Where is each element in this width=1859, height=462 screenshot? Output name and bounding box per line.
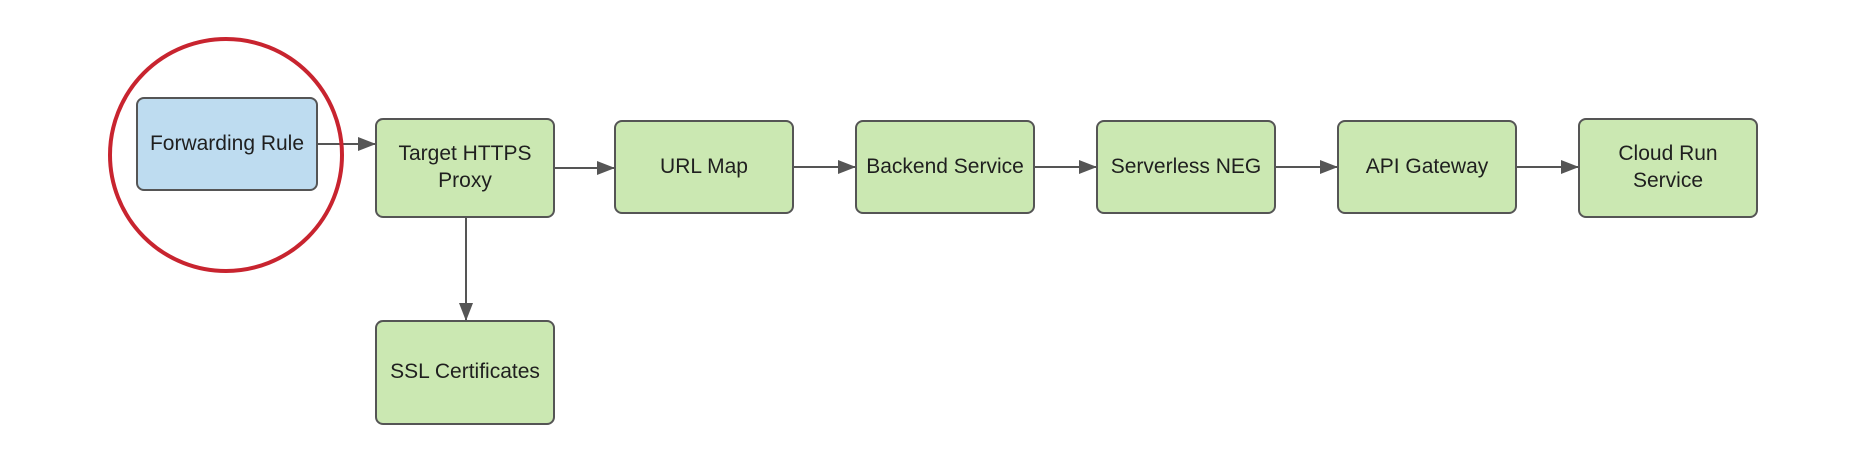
node-label-serverless-neg: Serverless NEG [1110, 154, 1262, 178]
node-target-https-proxy[interactable]: Target HTTPS Proxy [375, 118, 555, 218]
node-label-backend-service: Backend Service [866, 154, 1024, 178]
node-cloud-run-service[interactable]: Cloud Run Service [1578, 118, 1758, 218]
node-label-cloud-run-service: Cloud Run Service [1618, 142, 1718, 192]
node-api-gateway[interactable]: API Gateway [1337, 120, 1517, 214]
node-backend-service[interactable]: Backend Service [855, 120, 1035, 214]
node-url-map[interactable]: URL Map [614, 120, 794, 214]
node-label-target-https-proxy: Target HTTPS Proxy [398, 142, 532, 192]
node-label-api-gateway: API Gateway [1365, 154, 1489, 178]
highlight-ring-forwarding-rule [108, 37, 344, 273]
node-label-ssl-certificates: SSL Certificates [390, 360, 540, 384]
node-ssl-certificates[interactable]: SSL Certificates [375, 320, 555, 425]
node-label-url-map: URL Map [660, 154, 748, 178]
node-serverless-neg[interactable]: Serverless NEG [1096, 120, 1276, 214]
